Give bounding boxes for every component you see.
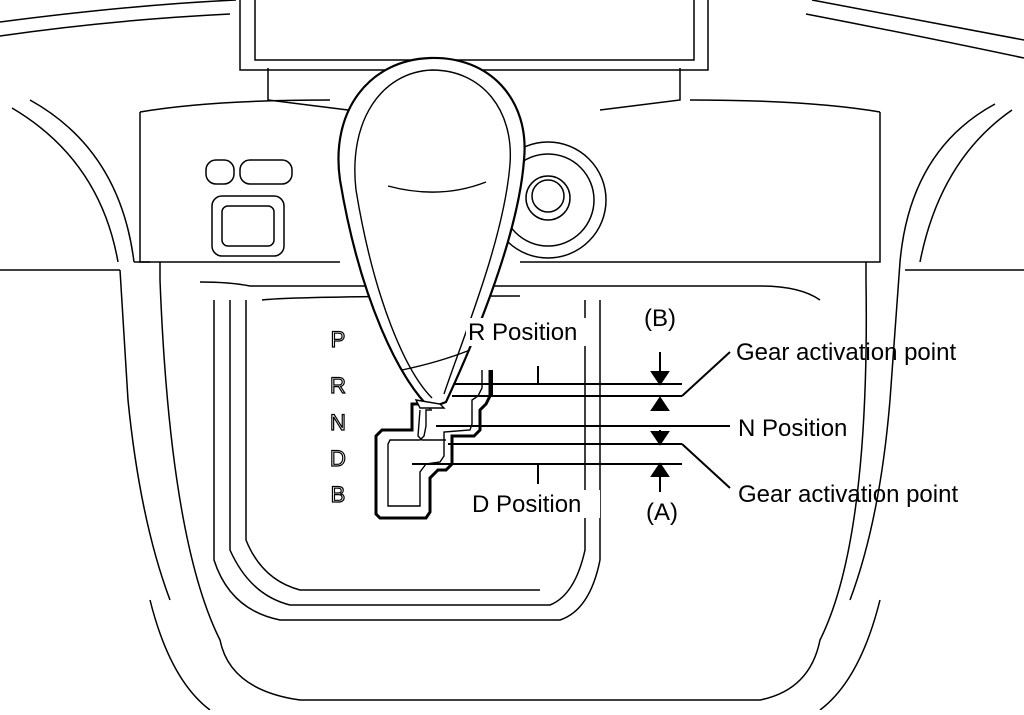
- gate-letters: P R N D B: [329, 326, 346, 507]
- shift-lever-knob: [337, 56, 526, 410]
- gate-letter-n: N: [330, 410, 346, 435]
- dimension-arrows: [650, 352, 670, 492]
- console-buttons: [205, 159, 293, 257]
- gate-letter-r: R: [330, 373, 346, 398]
- shift-gate-slot: [374, 370, 492, 520]
- marker-a: (A): [646, 499, 678, 526]
- label-r-position: R Position: [468, 319, 577, 346]
- label-n-position: N Position: [738, 415, 847, 442]
- marker-b: (B): [644, 305, 676, 332]
- callout-labels: R Position D Position N Position Gear ac…: [466, 305, 958, 526]
- label-gear-activation-lower: Gear activation point: [738, 481, 958, 508]
- gate-letter-b: B: [331, 482, 346, 507]
- label-d-position: D Position: [472, 491, 581, 518]
- measurement-lines: [412, 351, 731, 489]
- label-gear-activation-upper: Gear activation point: [736, 339, 956, 366]
- gate-letter-d: D: [330, 446, 346, 471]
- gate-letter-p: P: [331, 327, 346, 352]
